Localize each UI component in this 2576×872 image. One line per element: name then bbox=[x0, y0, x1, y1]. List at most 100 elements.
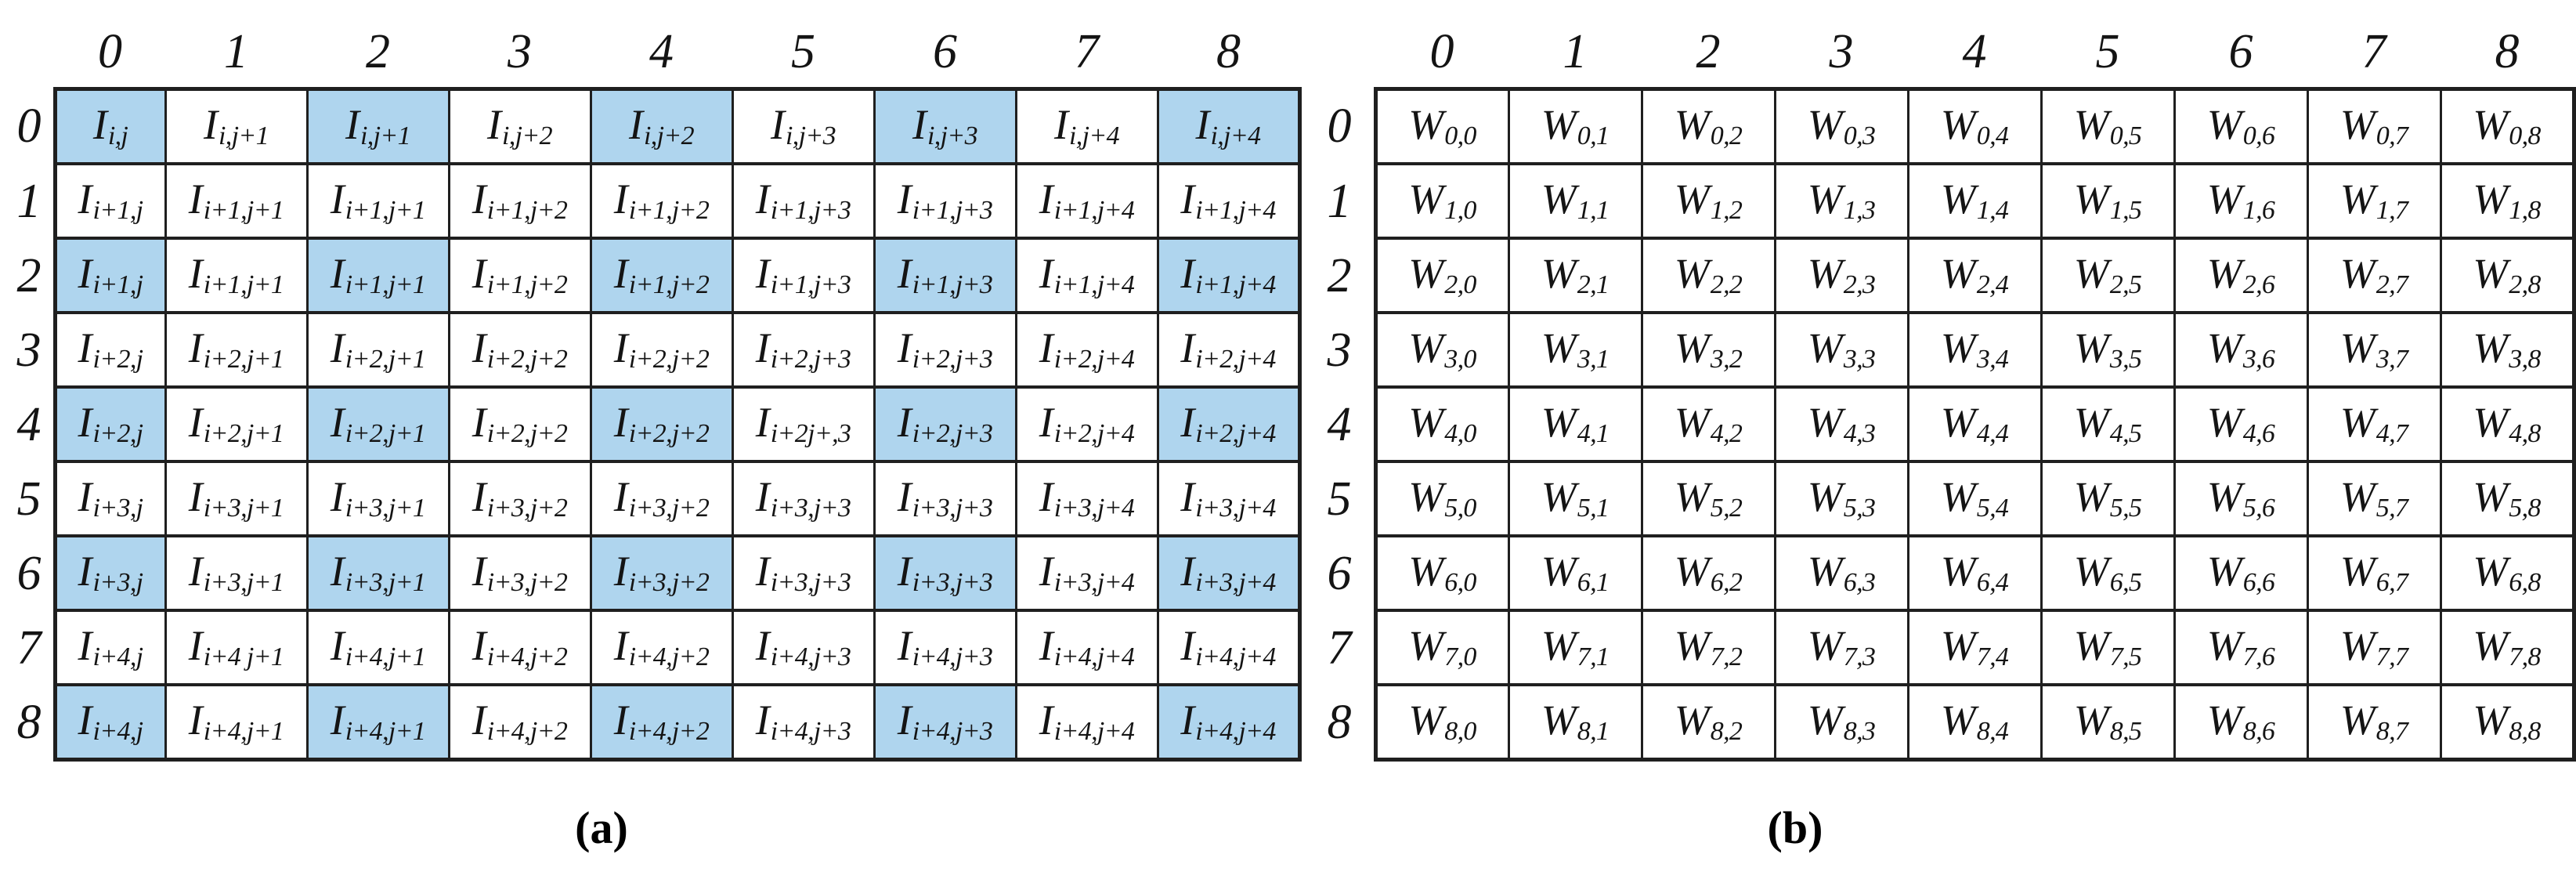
cell-b-2-8: W2,8 bbox=[2439, 237, 2576, 314]
cell-subscript: i+4,j+3 bbox=[770, 642, 851, 671]
cell-subscript: i+2,j+2 bbox=[486, 418, 568, 448]
cell-subscript: 7,0 bbox=[1444, 642, 1476, 671]
cell-subscript: i,j+2 bbox=[644, 121, 695, 150]
cell-base-symbol: I bbox=[1180, 399, 1195, 447]
cell-b-5-6: W5,6 bbox=[2173, 460, 2309, 537]
cell-b-0-1: W0,1 bbox=[1507, 87, 1643, 165]
table-a-row-header-2: 2 bbox=[16, 248, 42, 302]
cell-base-symbol: W bbox=[2339, 548, 2375, 595]
cell-subscript: 8,5 bbox=[2109, 716, 2142, 746]
cell-base-symbol: I bbox=[897, 250, 912, 298]
cell-a-3-2: Ii+2,j+1 bbox=[305, 311, 450, 389]
cell-b-6-1: W6,1 bbox=[1507, 534, 1643, 612]
cell-b-4-8: W4,8 bbox=[2439, 385, 2576, 463]
cell-a-5-0: Ii+3,j bbox=[52, 460, 167, 537]
cell-subscript: i+4,j+2 bbox=[486, 642, 568, 671]
cell-subscript: 8,4 bbox=[1976, 716, 2009, 746]
cell-subscript: 0,6 bbox=[2242, 121, 2275, 150]
cell-base-symbol: I bbox=[92, 101, 107, 149]
cell-a-6-7: Ii+3,j+4 bbox=[1014, 534, 1159, 612]
cell-b-7-5: W7,5 bbox=[2039, 609, 2176, 686]
cell-a-7-2: Ii+4,j+1 bbox=[305, 609, 450, 686]
cell-subscript: 4,7 bbox=[2375, 418, 2408, 448]
cell-base-symbol: W bbox=[1674, 622, 1710, 670]
cell-b-6-4: W6,4 bbox=[1906, 534, 2043, 612]
cell-b-5-5: W5,5 bbox=[2039, 460, 2176, 537]
cell-base-symbol: I bbox=[188, 175, 203, 223]
cell-subscript: i+3,j+2 bbox=[486, 493, 568, 523]
cell-base-symbol: I bbox=[471, 324, 486, 372]
cell-b-8-8: W8,8 bbox=[2439, 683, 2576, 762]
cell-a-4-3: Ii+2,j+2 bbox=[447, 385, 592, 463]
cell-a-3-6: Ii+2,j+3 bbox=[873, 311, 1017, 389]
cell-subscript: i+1,j bbox=[92, 195, 144, 225]
cell-base-symbol: I bbox=[755, 697, 770, 744]
cell-base-symbol: W bbox=[1408, 324, 1444, 372]
cell-base-symbol: W bbox=[1408, 548, 1444, 595]
cell-subscript: 8,3 bbox=[1843, 716, 1876, 746]
cell-subscript: i+3,j+3 bbox=[770, 567, 851, 597]
cell-b-5-4: W5,4 bbox=[1906, 460, 2043, 537]
cell-subscript: i+4,j+2 bbox=[628, 716, 710, 746]
cell-base-symbol: I bbox=[330, 399, 345, 447]
cell-b-0-4: W0,4 bbox=[1906, 87, 2043, 165]
table-b-col-header-6: 6 bbox=[2228, 25, 2253, 78]
cell-b-1-7: W1,7 bbox=[2306, 162, 2442, 240]
cell-b-6-6: W6,6 bbox=[2173, 534, 2309, 612]
cell-base-symbol: I bbox=[755, 399, 770, 447]
cell-b-4-4: W4,4 bbox=[1906, 385, 2043, 463]
cell-subscript: 0,5 bbox=[2109, 121, 2142, 150]
cell-subscript: 2,5 bbox=[2109, 270, 2142, 299]
cell-subscript: 5,1 bbox=[1577, 493, 1610, 523]
cell-subscript: i+4,j+4 bbox=[1195, 642, 1276, 671]
cell-a-2-6: Ii+1,j+3 bbox=[873, 237, 1017, 314]
cell-base-symbol: W bbox=[2339, 697, 2375, 744]
cell-subscript: i+2,j+2 bbox=[486, 344, 568, 374]
cell-subscript: 0,2 bbox=[1710, 121, 1743, 150]
table-b-col-header-0: 0 bbox=[1429, 25, 1454, 78]
cell-a-7-7: Ii+4,j+4 bbox=[1014, 609, 1159, 686]
cell-base-symbol: I bbox=[471, 622, 486, 670]
cell-base-symbol: I bbox=[613, 324, 628, 372]
cell-base-symbol: W bbox=[1674, 101, 1710, 149]
cell-base-symbol: W bbox=[2206, 399, 2242, 447]
cell-subscript: 2,3 bbox=[1843, 270, 1876, 299]
cell-b-5-7: W5,7 bbox=[2306, 460, 2442, 537]
cell-subscript: 4,2 bbox=[1710, 418, 1743, 448]
cell-base-symbol: W bbox=[2073, 473, 2109, 521]
cell-a-1-5: Ii+1,j+3 bbox=[731, 162, 876, 240]
cell-b-3-6: W3,6 bbox=[2173, 311, 2309, 389]
cell-base-symbol: W bbox=[2206, 250, 2242, 298]
cell-base-symbol: W bbox=[1940, 324, 1976, 372]
table-a-row-header-1: 1 bbox=[16, 174, 42, 228]
cell-base-symbol: I bbox=[1039, 622, 1053, 670]
cell-b-6-8: W6,8 bbox=[2439, 534, 2576, 612]
cell-subscript: i+3,j+1 bbox=[203, 567, 284, 597]
cell-a-1-4: Ii+1,j+2 bbox=[589, 162, 734, 240]
cell-b-3-0: W3,0 bbox=[1373, 311, 1510, 389]
cell-base-symbol: I bbox=[755, 473, 770, 521]
cell-subscript: i+1,j+3 bbox=[912, 195, 993, 225]
cell-subscript: i+4,j+4 bbox=[1195, 716, 1276, 746]
cell-base-symbol: W bbox=[1541, 697, 1577, 744]
cell-subscript: i+4,j+4 bbox=[1053, 642, 1135, 671]
cell-base-symbol: I bbox=[471, 175, 486, 223]
cell-a-3-0: Ii+2,j bbox=[52, 311, 167, 389]
cell-base-symbol: I bbox=[471, 250, 486, 298]
cell-base-symbol: I bbox=[613, 622, 628, 670]
cell-base-symbol: W bbox=[1807, 250, 1843, 298]
cell-a-3-8: Ii+2,j+4 bbox=[1156, 311, 1302, 389]
cell-base-symbol: W bbox=[2206, 622, 2242, 670]
cell-b-0-7: W0,7 bbox=[2306, 87, 2442, 165]
cell-base-symbol: W bbox=[1541, 399, 1577, 447]
cell-base-symbol: W bbox=[2473, 622, 2509, 670]
cell-b-8-0: W8,0 bbox=[1373, 683, 1510, 762]
cell-subscript: i,j+3 bbox=[786, 121, 836, 150]
cell-base-symbol: W bbox=[2339, 101, 2375, 149]
